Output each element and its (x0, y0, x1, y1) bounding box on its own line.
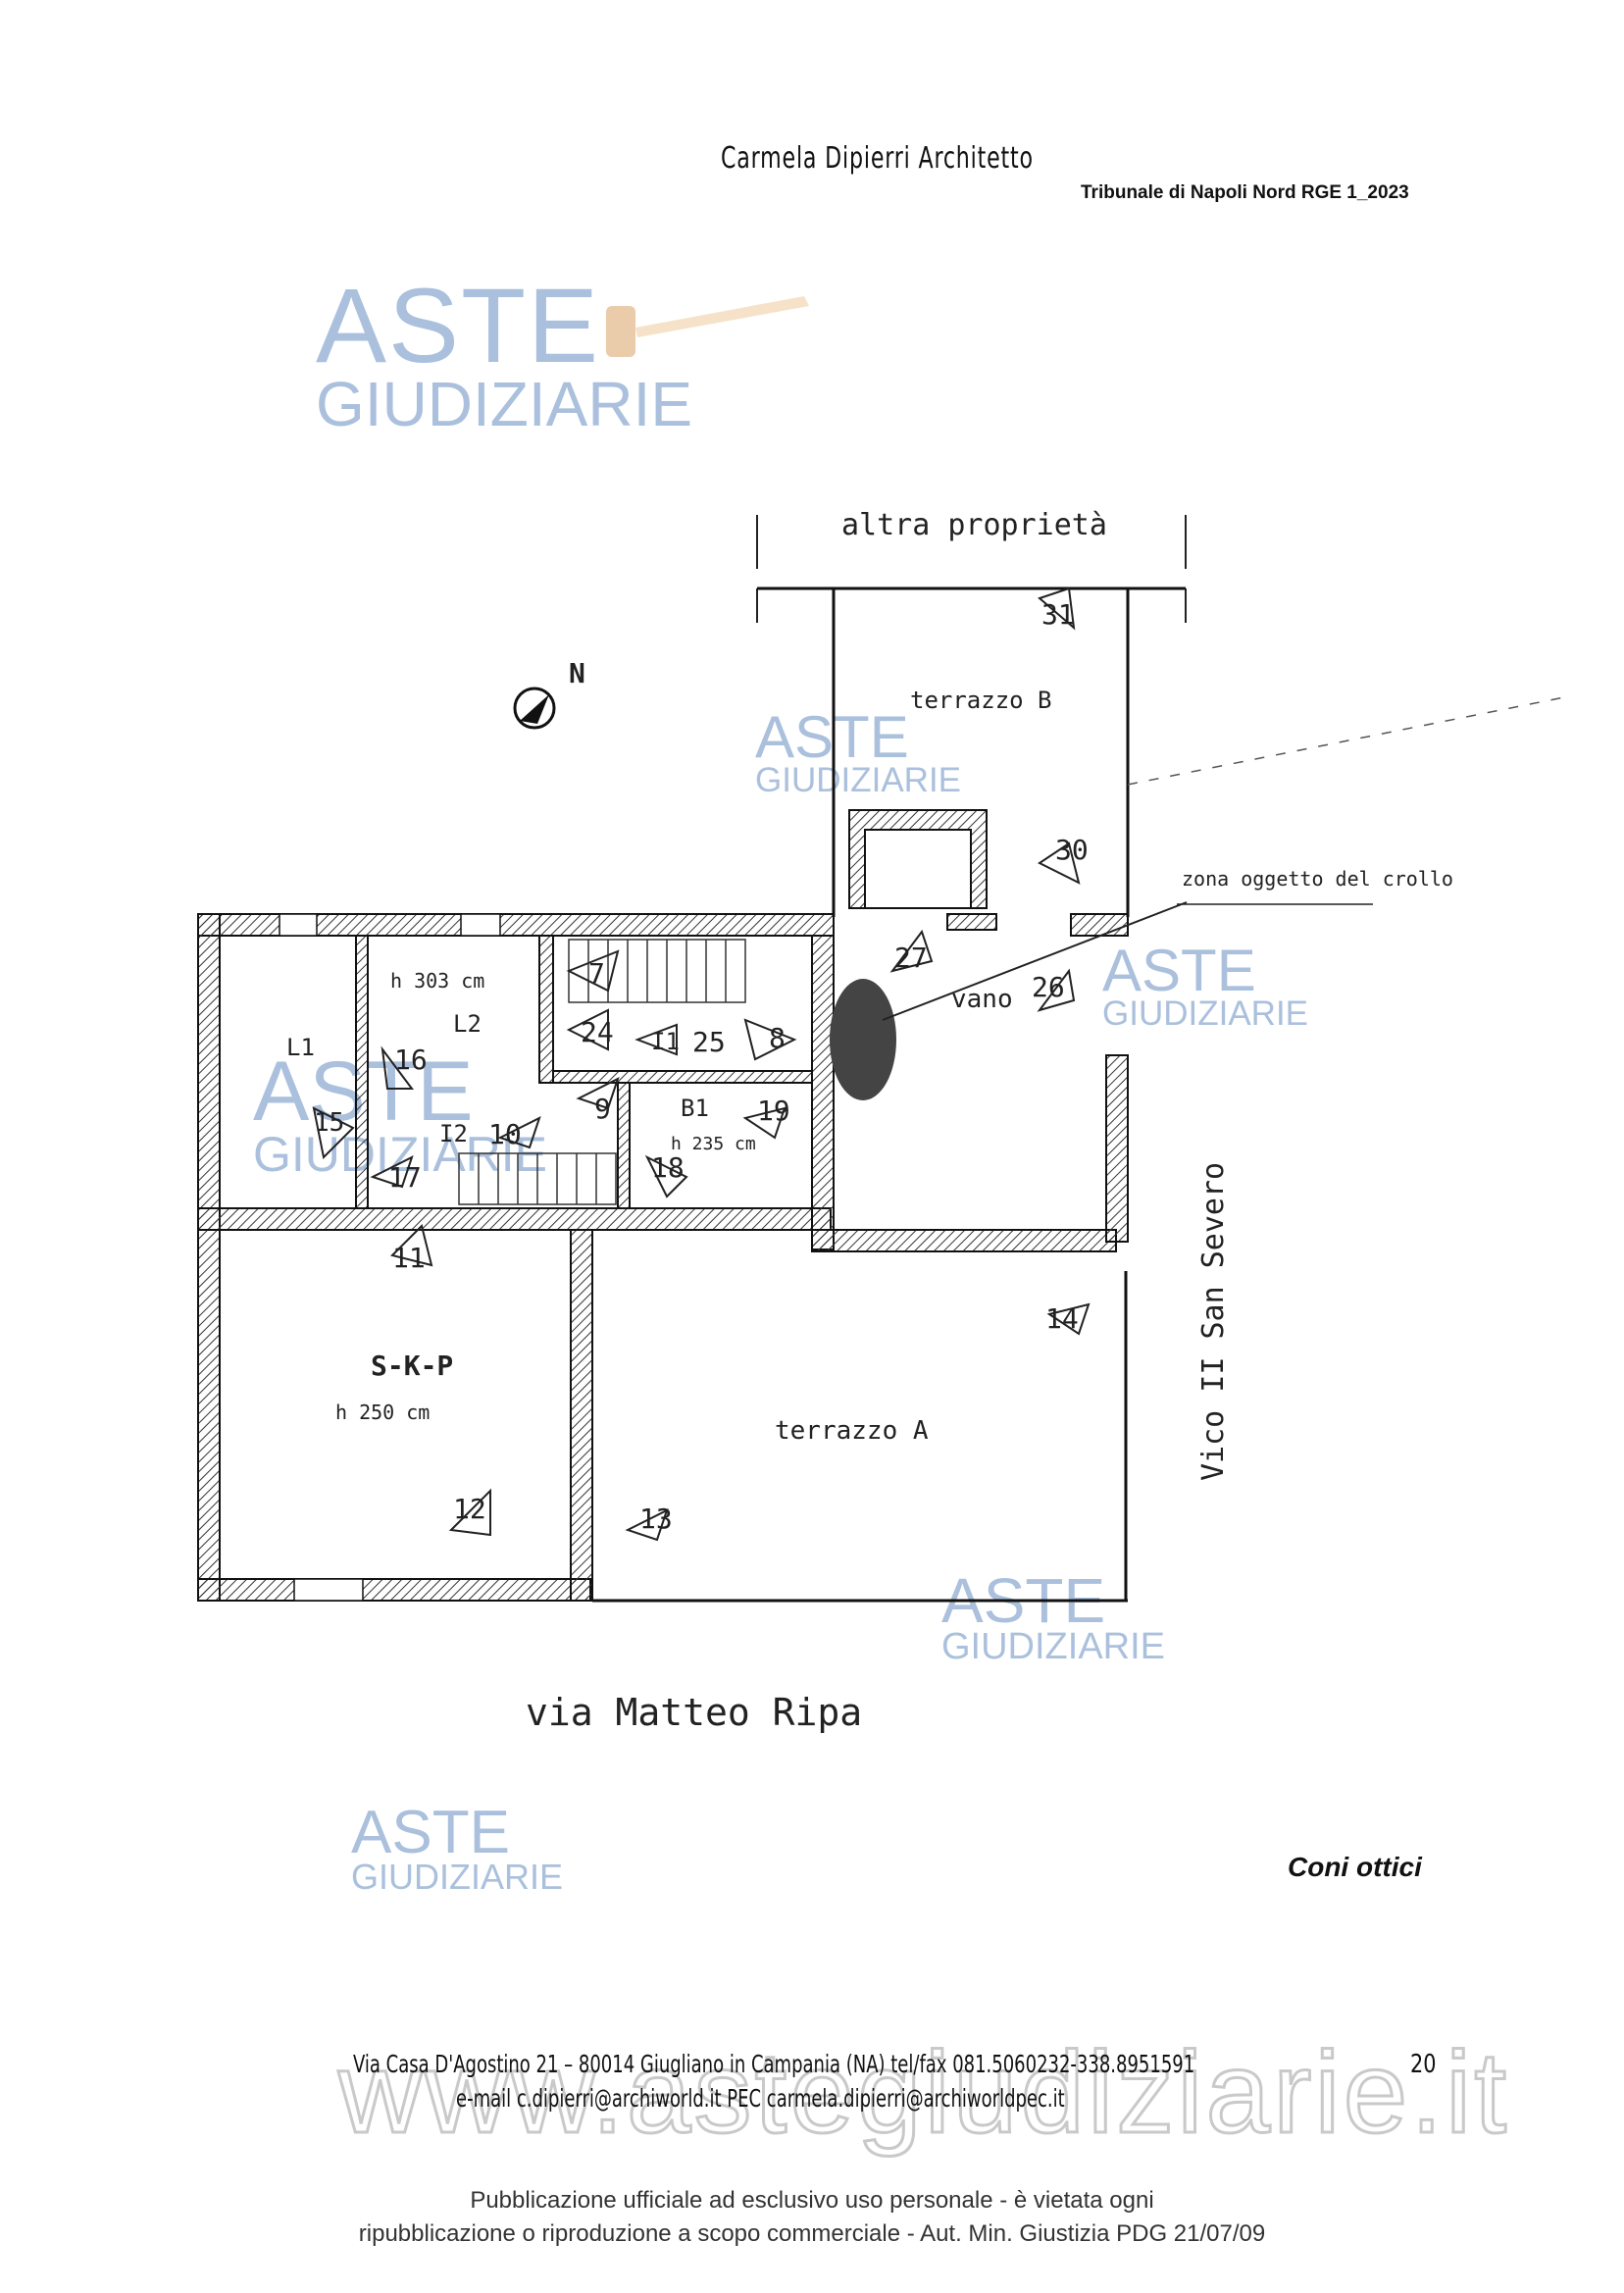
b1-height-label: h 235 cm (671, 1134, 756, 1154)
vano-label: vano (951, 985, 1013, 1014)
terrazzo-b-label: terrazzo B (910, 687, 1052, 714)
watermark-giudiziarie-text: GIUDIZIARIE (1102, 994, 1309, 1033)
publication-notice-line2: ripubblicazione o riproduzione a scopo c… (358, 2220, 1266, 2247)
aste-watermark: ASTE GIUDIZIARIE (316, 266, 693, 439)
collapse-zone-mark (830, 979, 896, 1100)
view-point-9: 9 (594, 1093, 611, 1125)
watermark-aste-text: ASTE (351, 1799, 510, 1866)
aste-watermark: ASTE GIUDIZIARIE (351, 1803, 563, 1895)
footer-contacts: e-mail c.dipierri@archiworld.it PEC carm… (456, 2084, 1065, 2113)
court-reference: Tribunale di Napoli Nord RGE 1_2023 (1081, 182, 1409, 203)
watermark-giudiziarie-text: GIUDIZIARIE (941, 1626, 1166, 1667)
footer-address: Via Casa D'Agostino 21 – 80014 Giugliano… (353, 2050, 1195, 2078)
skp-height-label: h 250 cm (335, 1401, 431, 1424)
gavel-icon (606, 296, 809, 357)
figure-caption: Coni ottici (1288, 1852, 1422, 1882)
watermark-aste-text: ASTE (755, 704, 909, 770)
street-via-matteo-ripa: via Matteo Ripa (526, 1691, 863, 1734)
l2-height-label: h 303 cm (390, 969, 485, 993)
room-i2-label: I2 (439, 1120, 468, 1147)
aste-watermark: ASTE GIUDIZIARIE (1102, 938, 1309, 1033)
site-watermark: www.astegiudiziarie.it (336, 2027, 1510, 2160)
aste-watermark: ASTE GIUDIZIARIE (755, 704, 962, 799)
watermark-aste-text: ASTE (316, 266, 601, 384)
room-l1-label: L1 (286, 1034, 315, 1061)
other-property-label: altra proprietà (841, 508, 1107, 542)
view-point-14: 14 (1045, 1302, 1079, 1335)
view-point-10: 10 (488, 1118, 522, 1150)
street-vico-san-severo: Vico II San Severo (1196, 1161, 1231, 1481)
room-b1-label: B1 (681, 1095, 709, 1122)
publication-notice-line1: Pubblicazione ufficiale ad esclusivo uso… (470, 2187, 1154, 2214)
room-i1-label: I1 (651, 1028, 680, 1055)
page-number: 20 (1410, 2050, 1437, 2079)
view-point-12: 12 (453, 1493, 486, 1525)
view-point-24: 24 (581, 1016, 614, 1048)
watermark-giudiziarie-text: GIUDIZIARIE (755, 761, 962, 799)
watermark-aste-text: ASTE (1102, 938, 1256, 1003)
view-point-8: 8 (769, 1022, 786, 1054)
view-point-13: 13 (639, 1503, 673, 1535)
architect-name: Carmela Dipierri Architetto (721, 141, 1034, 176)
watermark-giudiziarie-text: GIUDIZIARIE (351, 1857, 564, 1897)
room-l2-label: L2 (453, 1010, 482, 1038)
collapse-zone-label: zona oggetto del crollo (1182, 867, 1453, 891)
view-point-7: 7 (588, 957, 605, 990)
view-point-17: 17 (388, 1161, 422, 1194)
view-point-26: 26 (1032, 971, 1065, 1003)
view-point-15: 15 (314, 1108, 345, 1138)
view-point-30: 30 (1055, 834, 1089, 866)
view-point-19: 19 (757, 1095, 790, 1127)
north-arrow-icon (513, 687, 556, 730)
view-point-18: 18 (651, 1151, 685, 1184)
view-point-16: 16 (394, 1044, 428, 1076)
view-point-27: 27 (894, 942, 928, 974)
view-point-25: 25 (692, 1026, 726, 1058)
terrazzo-a-label: terrazzo A (775, 1416, 929, 1446)
view-point-31: 31 (1041, 598, 1075, 631)
north-label: N (569, 657, 585, 689)
view-point-11: 11 (392, 1242, 426, 1274)
room-skp-label: S-K-P (371, 1350, 454, 1382)
watermark-giudiziarie-text: GIUDIZIARIE (316, 369, 693, 439)
